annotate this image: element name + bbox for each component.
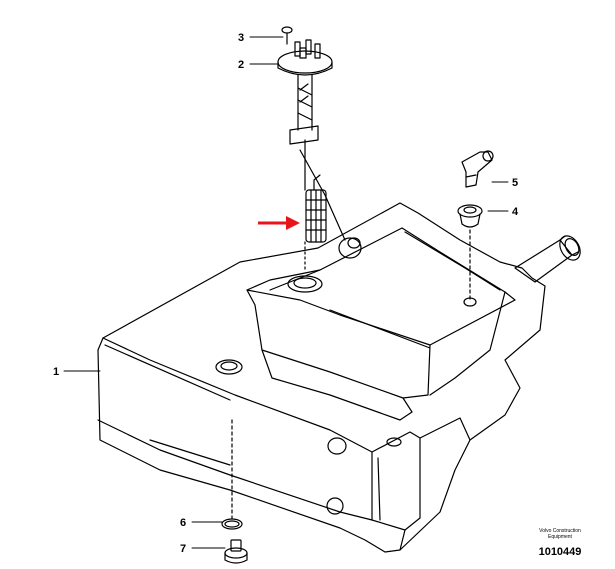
screw xyxy=(281,26,293,45)
document-number: 1010449 xyxy=(538,546,582,558)
drain-plug xyxy=(224,539,248,564)
callout-1: 1 xyxy=(53,366,59,378)
manufacturer-credit: Volvo Construction Equipment xyxy=(521,528,599,540)
o-ring xyxy=(221,419,243,530)
credit-line-2: Equipment xyxy=(548,534,572,540)
callout-7: 7 xyxy=(180,543,186,555)
callout-leaders xyxy=(63,36,509,549)
elbow-fitting xyxy=(461,150,494,188)
highlight-arrow xyxy=(258,216,300,230)
cap xyxy=(457,204,483,301)
callout-3: 3 xyxy=(238,32,244,44)
callout-5: 5 xyxy=(512,177,518,189)
fuel-level-sender xyxy=(277,39,362,271)
filler-neck xyxy=(514,235,581,283)
callout-4: 4 xyxy=(512,206,519,218)
callout-6: 6 xyxy=(180,517,186,529)
callout-2: 2 xyxy=(238,59,244,71)
fuel-tank xyxy=(97,202,546,553)
credit-line-1: Volvo Construction xyxy=(539,528,581,534)
